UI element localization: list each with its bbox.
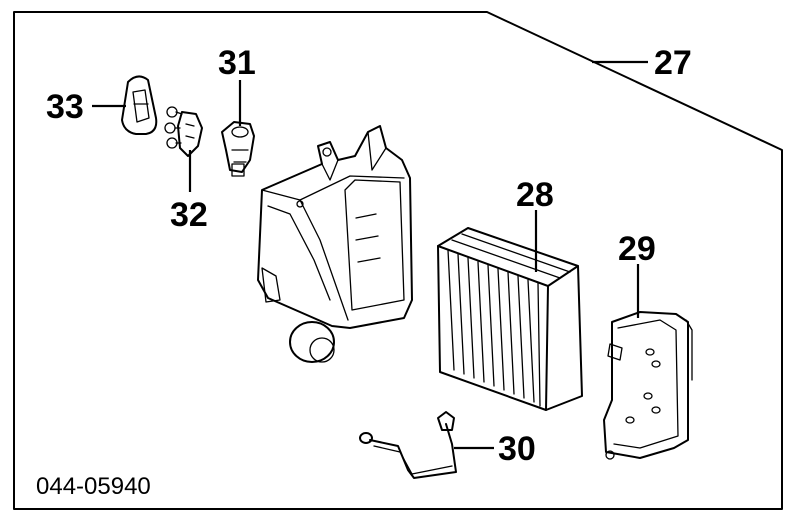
- callout-27: 27: [654, 44, 692, 82]
- part-29-cover: [603, 311, 693, 460]
- part-31-sensor: [221, 121, 255, 177]
- part-33-grommet: [121, 75, 158, 135]
- callout-33: 33: [46, 88, 84, 126]
- main-housing: [257, 125, 413, 363]
- part-28-evaporator: [437, 227, 583, 411]
- assembly-frame: [13, 11, 783, 510]
- callout-29: 29: [618, 230, 656, 268]
- part-32-bracket: [164, 106, 203, 157]
- callout-28: 28: [516, 176, 554, 214]
- callout-31: 31: [218, 44, 256, 82]
- callout-32: 32: [170, 196, 208, 234]
- part-30-harness: [359, 411, 457, 479]
- callout-30: 30: [498, 430, 536, 468]
- catalog-code: 044-05940: [36, 473, 151, 500]
